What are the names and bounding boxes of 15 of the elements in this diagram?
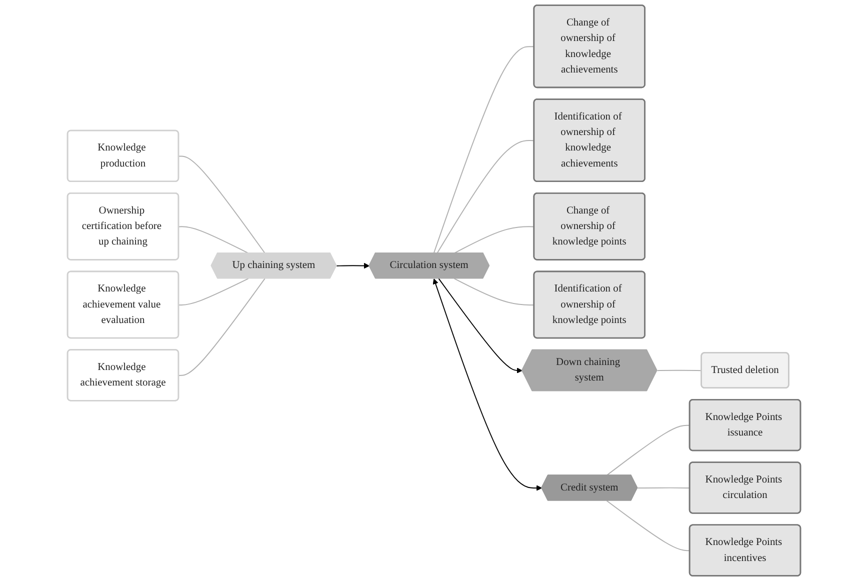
connector — [606, 500, 690, 552]
connector — [178, 156, 266, 254]
arrow — [438, 278, 522, 374]
arrow — [336, 262, 370, 269]
connector — [656, 370, 702, 372]
connector — [454, 278, 535, 306]
connector — [178, 278, 249, 306]
connector — [454, 226, 535, 254]
arrow — [432, 278, 542, 491]
connector — [606, 424, 690, 476]
connector — [637, 487, 690, 489]
connector — [436, 140, 535, 254]
connector — [433, 46, 535, 254]
connector — [178, 278, 266, 376]
connector — [178, 226, 249, 254]
